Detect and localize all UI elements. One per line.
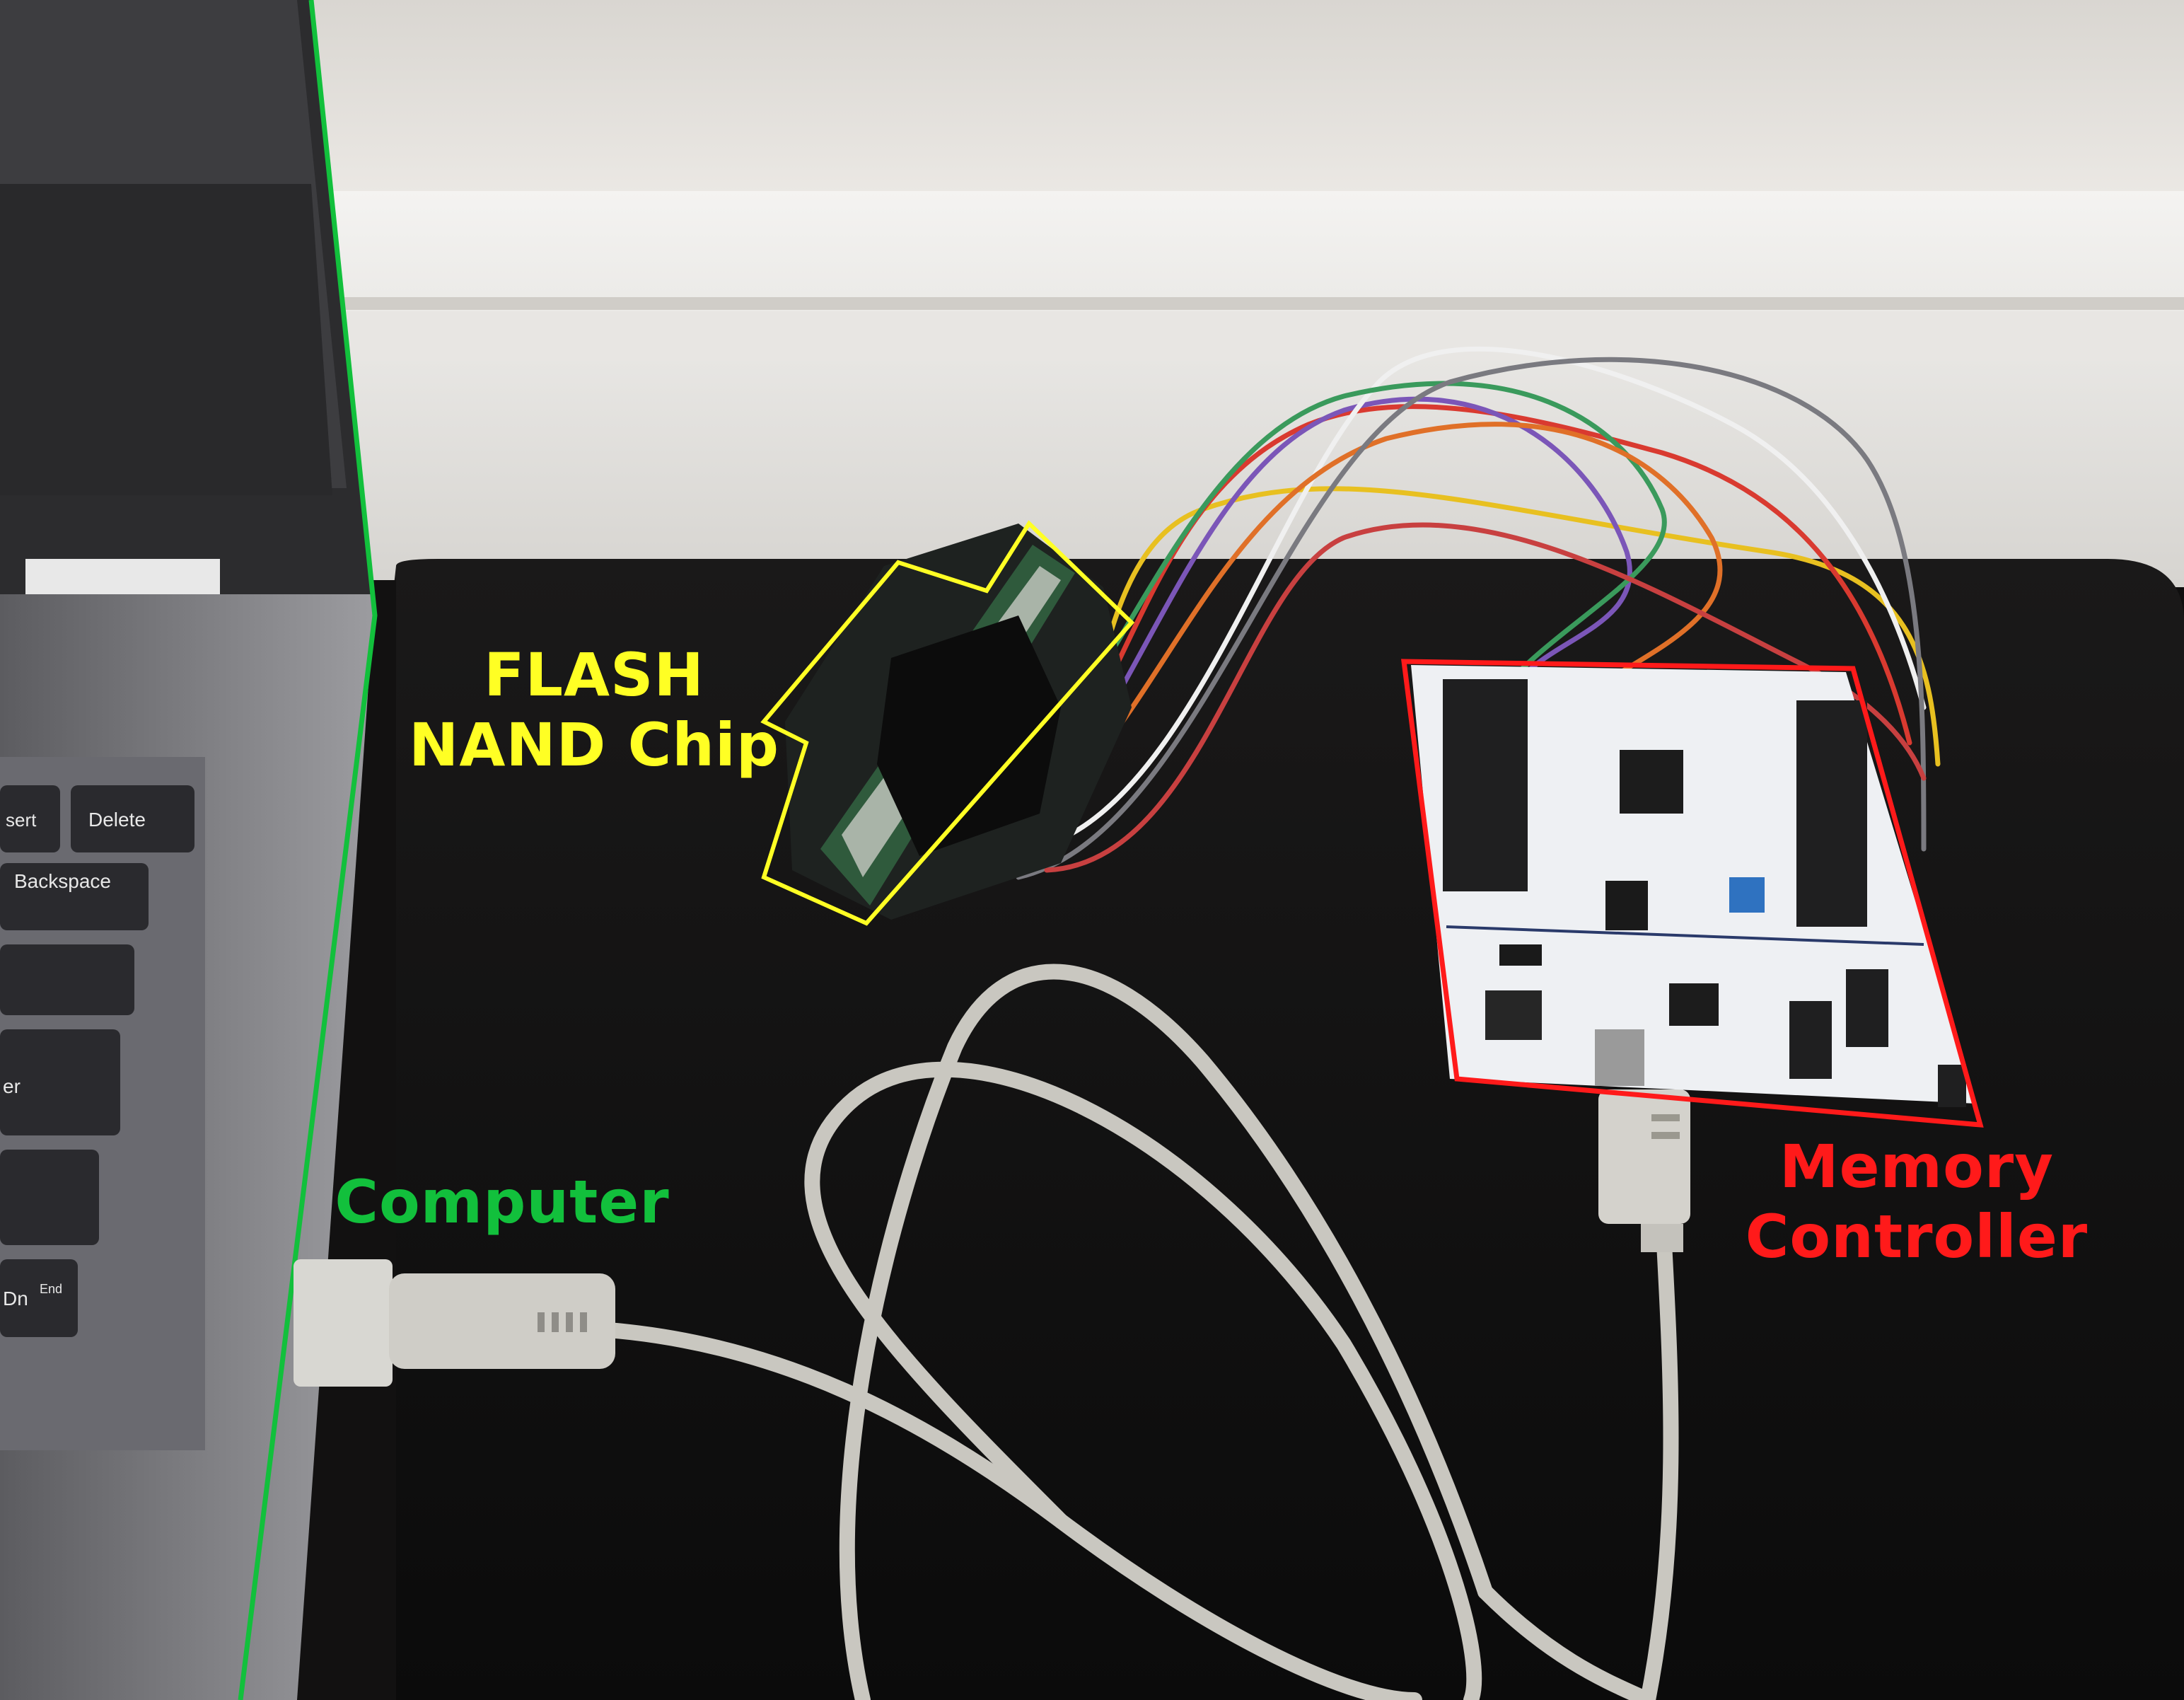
memory-controller-outline: [1401, 659, 1984, 1128]
key-label-backspace: Backspace: [14, 870, 111, 892]
nand-chip-outline: [760, 520, 1135, 926]
computer-label-line-1: Computer: [335, 1167, 670, 1237]
memory-controller-label-line-1: Memory: [1779, 1132, 2054, 1201]
mini-usb-plug: [1598, 1089, 1690, 1252]
key-label-insert: sert: [6, 809, 37, 831]
nand-chip-socket: [785, 524, 1132, 920]
memory-controller-board: [1411, 665, 1977, 1107]
laptop: sert Delete Backspace er Dn End: [0, 0, 375, 1700]
flash-nand-chip-label: FLASH NAND Chip: [396, 640, 792, 780]
computer-outline: [238, 0, 378, 1700]
key-label-end: End: [40, 1282, 62, 1296]
key-label-enter: er: [3, 1075, 21, 1097]
memory-controller-label-line-2: Controller: [1745, 1202, 2089, 1272]
flash-nand-chip-label-line-2: NAND Chip: [409, 710, 779, 780]
usb-a-plug: [294, 1259, 615, 1387]
flash-nand-chip-label-line-1: FLASH: [484, 640, 704, 710]
key-label-delete: Delete: [88, 809, 146, 831]
usb-cable: [600, 964, 1679, 1700]
computer-label: Computer: [318, 1167, 686, 1237]
wall: [0, 0, 2184, 205]
memory-controller-label: Memory Controller: [1719, 1132, 2115, 1272]
key-label-pgdn: Dn: [3, 1288, 28, 1309]
